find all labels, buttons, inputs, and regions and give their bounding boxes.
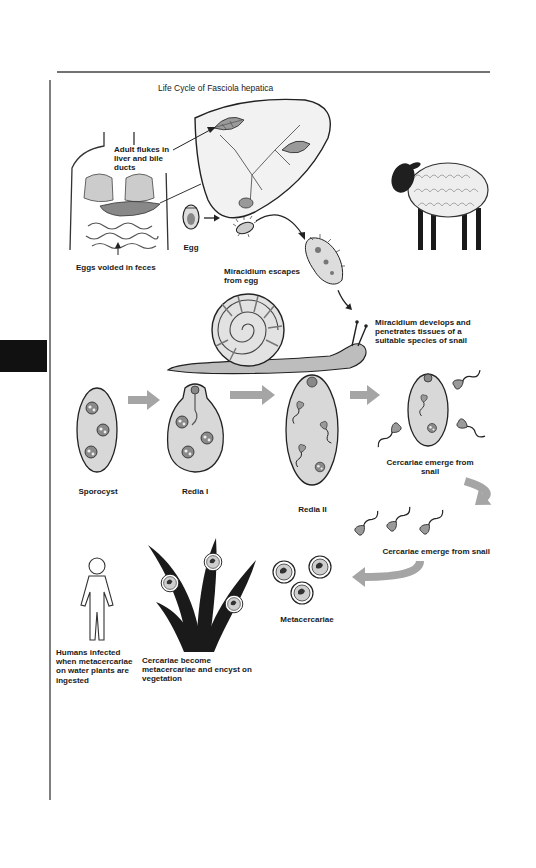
egg-stage: Egg	[178, 198, 204, 257]
snail-drawing	[168, 294, 368, 374]
stage-label: Sporocyst	[78, 487, 117, 496]
arrow-shaft	[364, 561, 420, 577]
arrow-head	[147, 390, 160, 410]
cercariae-stage: Cercariae emerge from snail	[345, 505, 490, 561]
life-cycle-arrow	[350, 385, 380, 405]
water-plant-drawing	[148, 538, 256, 652]
stage-label: Miracidium develops and penetrates tissu…	[375, 318, 490, 346]
leader-arrow	[173, 127, 216, 150]
label-holder: Eggs voided in feces	[75, 256, 185, 274]
cercariae-drawing	[354, 504, 447, 536]
metacercariae-drawing	[273, 556, 331, 604]
chapter-tab	[0, 340, 47, 372]
arrow-head	[352, 567, 365, 587]
life-cycle-arrow	[230, 385, 275, 405]
miracidium-stage: Miracidium escapes from egg	[220, 212, 350, 290]
life-cycle-arrow	[128, 390, 160, 410]
redia-drawing	[168, 384, 224, 472]
arrow-head	[214, 215, 220, 222]
egg-drawing	[183, 205, 199, 229]
stage-label: Miracidium escapes from egg	[224, 267, 308, 285]
stage-label: Cercariae emerge from snail	[382, 458, 478, 476]
human-figure	[81, 558, 113, 640]
callout-label: Eggs voided in feces	[75, 263, 157, 272]
arrow-shaft	[204, 217, 215, 218]
stage-label: Cercariae become metacercariae and encys…	[142, 656, 260, 684]
stage-label: Redia II	[298, 505, 326, 514]
cercariae-stage: Cercariae emerge from snail	[380, 370, 480, 481]
stage-label: Metacercariae	[280, 615, 333, 624]
life-cycle-arrow	[204, 215, 220, 222]
human-host: Humans infected when metacercariae on wa…	[56, 552, 138, 690]
redia-drawing	[374, 367, 486, 449]
arrow-shaft	[350, 391, 368, 399]
life-cycle-arrow	[352, 561, 420, 587]
arrow-head	[262, 385, 275, 405]
stage-label: Humans infected when metacercariae on wa…	[56, 648, 138, 685]
arrow-head	[367, 385, 380, 405]
life-cycle-arrow	[338, 290, 352, 310]
stage-label: Redia I	[182, 487, 208, 496]
redia-drawing	[286, 375, 338, 485]
arrow-shaft	[230, 391, 263, 399]
sporocyst-stage: Sporocyst	[68, 385, 128, 501]
snail-stage: Miracidium develops and penetrates tissu…	[160, 310, 492, 372]
diagram-title: Life Cycle of Fasciola hepatica	[158, 84, 273, 94]
leader-line	[160, 184, 201, 203]
stage-label: Egg	[183, 243, 198, 252]
sporocyst-drawing	[77, 388, 117, 472]
stage-label: Cercariae emerge from snail	[382, 547, 490, 556]
header-rule	[57, 71, 490, 73]
callout-label: Adult flukes in liver and bile ducts	[113, 145, 173, 173]
arrow-shaft	[338, 290, 348, 306]
life-cycle-arrow	[465, 481, 491, 505]
sheep-drawing	[388, 160, 488, 250]
redia-stage: Redia I	[160, 380, 230, 501]
margin-rule	[49, 80, 51, 800]
liver-drawing	[195, 99, 330, 217]
arrow-head	[475, 489, 491, 505]
label-holder: Adult flukes in liver and bile ducts	[113, 145, 173, 174]
arrow-shaft	[128, 396, 148, 404]
vegetation-stage: Cercariae become metacercariae and encys…	[142, 538, 260, 688]
metacercariae-stage: Metacercariae	[262, 550, 352, 629]
redia-stage: Redia II	[275, 370, 350, 519]
arrow-head	[345, 303, 352, 310]
leader-arrow	[115, 242, 121, 255]
